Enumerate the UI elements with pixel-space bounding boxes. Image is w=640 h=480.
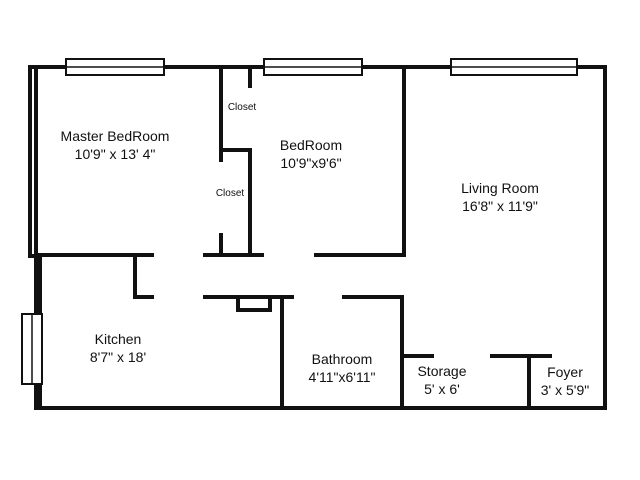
room-name: BedRoom — [279, 137, 343, 153]
room-name: Bathroom — [311, 351, 373, 367]
closet-name: Closet — [227, 102, 257, 113]
room-name: Kitchen — [94, 331, 142, 347]
room-living: Living Room 16'8" x 11'9" — [440, 180, 560, 215]
room-master-bedroom: Master BedRoom 10'9" x 13' 4" — [52, 128, 178, 163]
room-foyer: Foyer 3' x 5'9" — [532, 364, 598, 399]
room-storage: Storage 5' x 6' — [410, 363, 474, 398]
room-dimensions: 8'7" x 18' — [89, 348, 147, 365]
room-dimensions: 10'9"x9'6" — [280, 154, 342, 171]
closet-label-lower: Closet — [211, 188, 249, 201]
closet-label-upper: Closet — [224, 102, 260, 115]
room-name: Foyer — [547, 364, 583, 380]
outer-wall — [28, 65, 607, 410]
room-name: Master BedRoom — [60, 128, 170, 144]
room-name: Storage — [417, 363, 467, 379]
room-bedroom: BedRoom 10'9"x9'6" — [266, 137, 356, 172]
room-name: Living Room — [461, 180, 539, 196]
room-dimensions: 10'9" x 13' 4" — [74, 145, 156, 162]
closet-name: Closet — [215, 188, 245, 199]
room-dimensions: 5' x 6' — [424, 380, 460, 397]
room-kitchen: Kitchen 8'7" x 18' — [78, 331, 158, 366]
room-dimensions: 16'8" x 11'9" — [462, 197, 538, 214]
room-bathroom: Bathroom 4'11"x6'11" — [292, 351, 392, 386]
room-dimensions: 4'11"x6'11" — [308, 368, 376, 385]
room-dimensions: 3' x 5'9" — [540, 381, 590, 398]
